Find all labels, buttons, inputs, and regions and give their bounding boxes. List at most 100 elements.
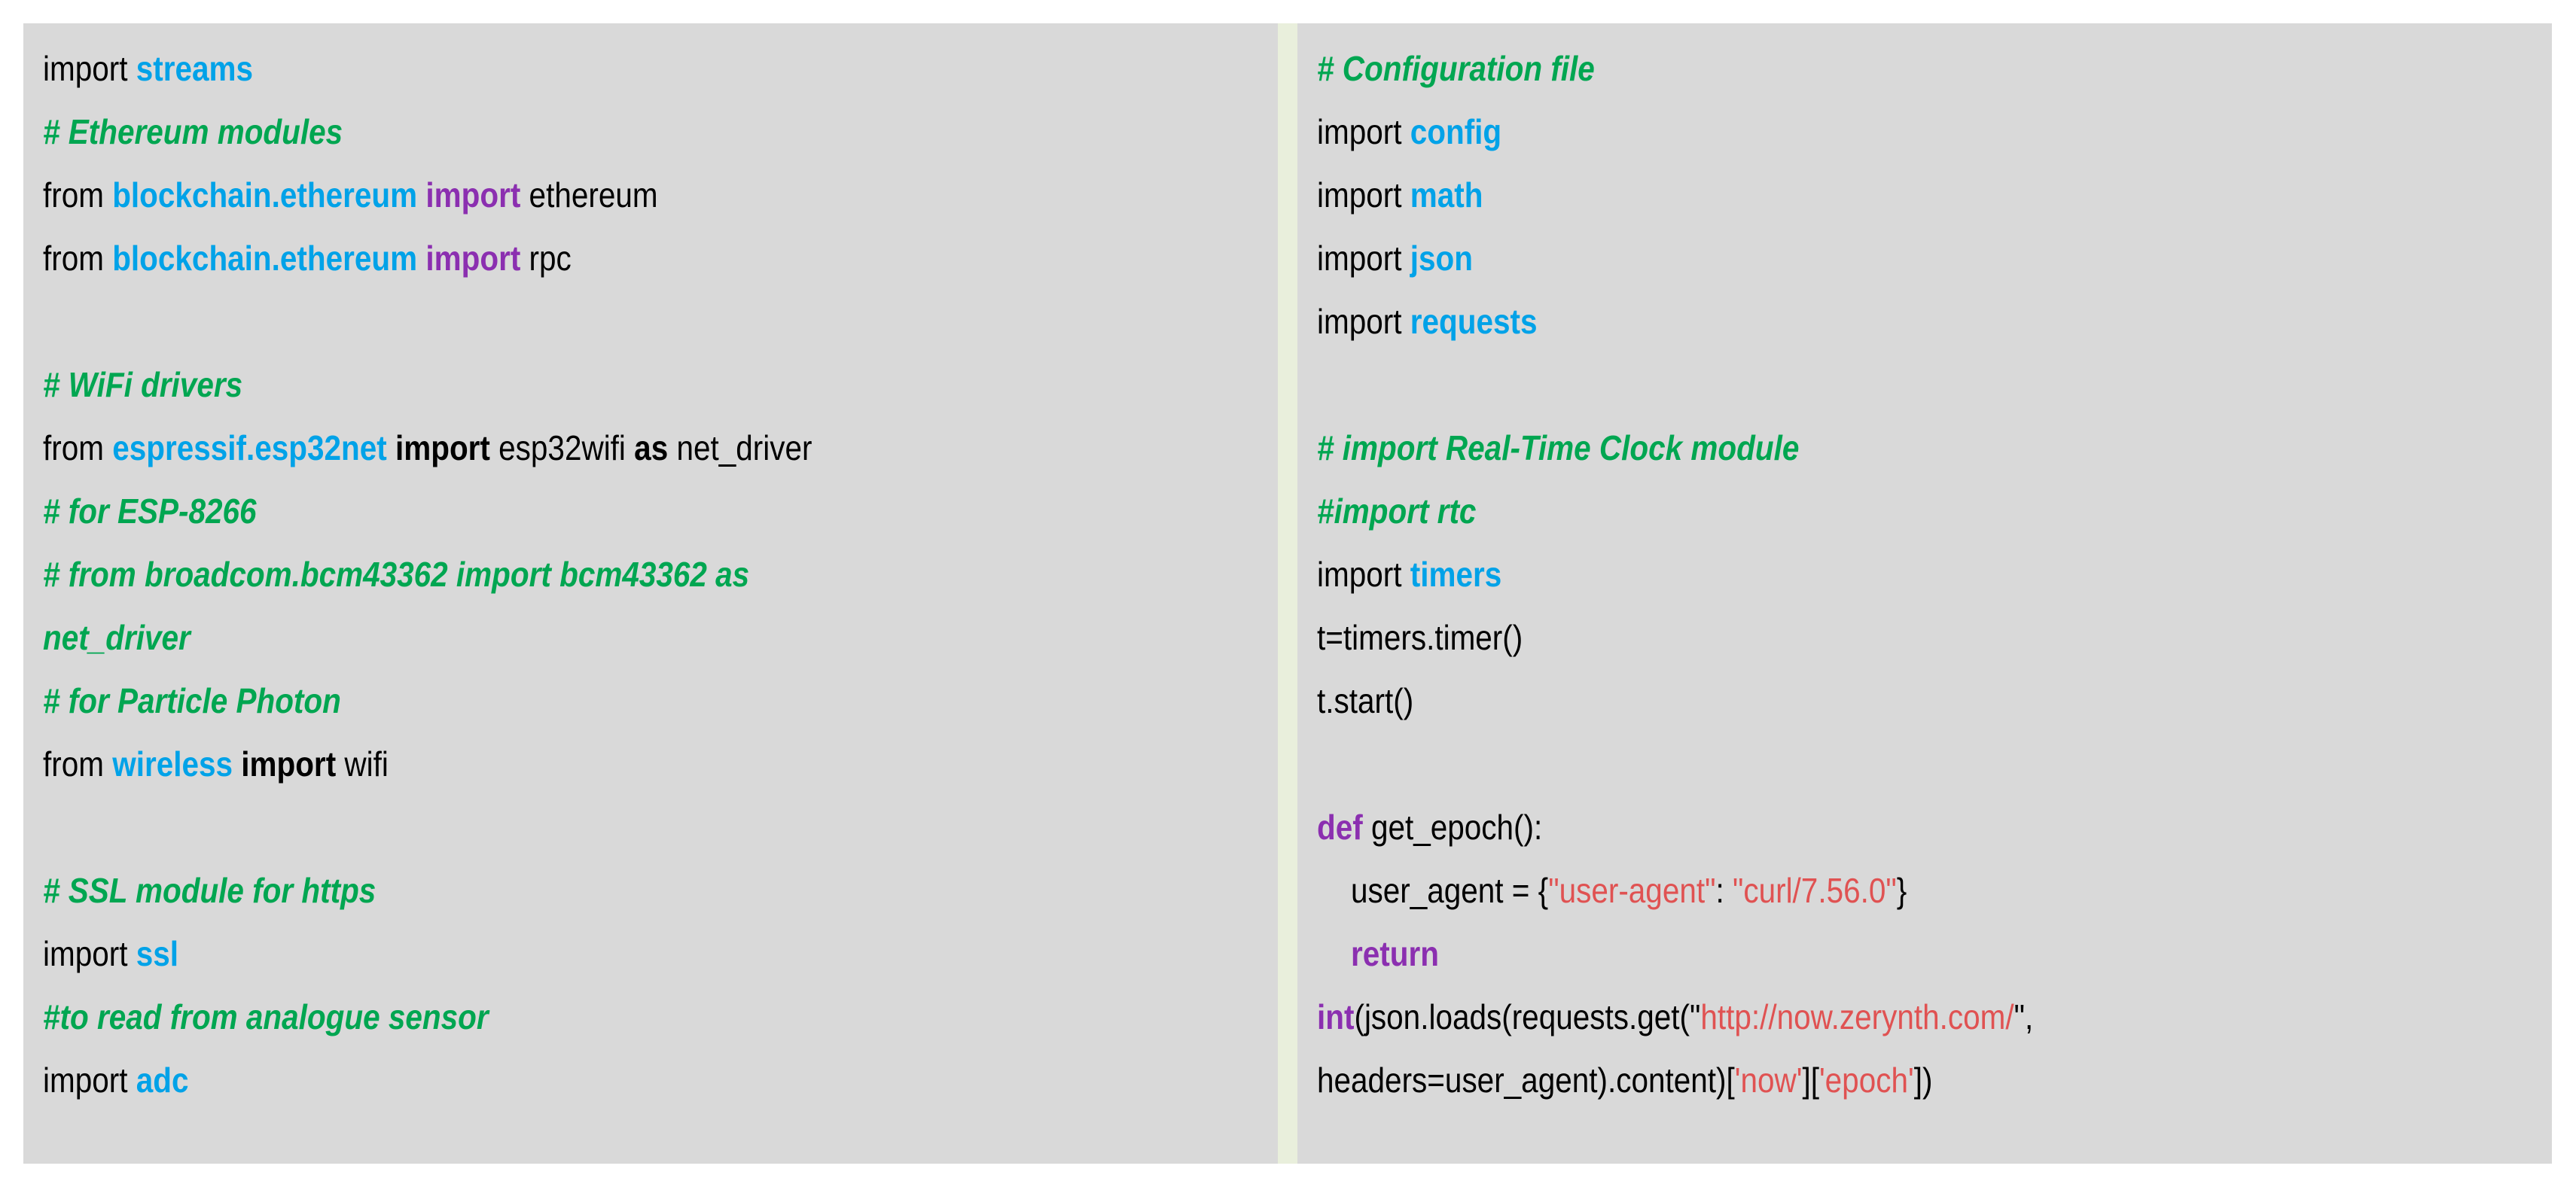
code-token-comment: # for Particle Photon <box>43 681 341 720</box>
panel-divider <box>1278 23 1297 1164</box>
code-token-default: wifi <box>336 744 389 784</box>
code-token-default: import <box>43 49 136 88</box>
code-token-default: from <box>43 744 113 784</box>
code-token-default: } <box>1896 871 1907 910</box>
code-token-module: wireless <box>112 744 242 784</box>
code-line: import streams <box>43 37 1251 100</box>
code-token-keyword: import <box>425 175 521 215</box>
code-line: # for ESP-8266 <box>43 479 1251 543</box>
code-token-default: rpc <box>520 239 572 278</box>
code-token-string: http://now.zerynth.com/ <box>1700 997 2014 1036</box>
code-line: import json <box>1317 227 2526 290</box>
code-token-default: t=timers.timer() <box>1317 618 1523 657</box>
code-token-module: blockchain.ethereum <box>112 239 426 278</box>
code-token-default: from <box>43 239 113 278</box>
code-line: import config <box>1317 100 2526 163</box>
left-code-panel: import streams # Ethereum modules from blo… <box>23 23 1278 1164</box>
code-token-default: import <box>1317 555 1410 594</box>
code-line: import requests <box>1317 290 2526 353</box>
code-token-comment: # import Real-Time Clock module <box>1317 428 1800 467</box>
code-line: # for Particle Photon <box>43 669 1251 732</box>
code-line: return <box>1317 922 2526 985</box>
code-token-default: import <box>1317 112 1410 151</box>
code-token-module: math <box>1410 175 1483 215</box>
code-token-comment: # for ESP-8266 <box>43 492 257 531</box>
code-line: import math <box>1317 163 2526 227</box>
code-line: def get_epoch(): <box>1317 796 2526 859</box>
code-line: # Ethereum modules <box>43 100 1251 163</box>
code-token-default: headers=user_agent).content)[ <box>1317 1061 1735 1100</box>
code-token-comment: # SSL module for https <box>43 871 376 910</box>
code-token-keyword: return <box>1350 934 1439 973</box>
code-token-default: ethereum <box>520 175 658 215</box>
code-line: # Configuration file <box>1317 37 2526 100</box>
code-line <box>1317 353 2526 416</box>
code-line: int(json.loads(requests.get("http://now.… <box>1317 985 2526 1049</box>
code-token-default: ][ <box>1802 1061 1819 1100</box>
code-token-default: from <box>43 428 113 467</box>
code-line: #to read from analogue sensor <box>43 985 1251 1049</box>
code-line: t=timers.timer() <box>1317 606 2526 669</box>
code-token-default: import <box>1317 239 1410 278</box>
code-line: from blockchain.ethereum import rpc <box>43 227 1251 290</box>
code-token-string: 'epoch' <box>1818 1061 1914 1100</box>
code-line: # WiFi drivers <box>43 353 1251 416</box>
code-token-keyword: def <box>1317 808 1363 847</box>
code-token-comment: #import rtc <box>1317 492 1477 531</box>
code-token-string: "user-agent" <box>1548 871 1716 910</box>
code-token-default: user_agent = { <box>1317 871 1549 910</box>
code-token-comment: # Ethereum modules <box>43 112 343 151</box>
code-token-comment: # WiFi drivers <box>43 365 243 404</box>
code-line <box>43 290 1251 353</box>
code-token-default: import <box>1317 302 1410 341</box>
code-token-default: net_driver <box>668 428 812 467</box>
code-token-keyword: int <box>1317 997 1355 1036</box>
code-token-module: json <box>1410 239 1473 278</box>
code-line: # SSL module for https <box>43 859 1251 922</box>
code-token-module: espressif.esp32net <box>112 428 395 467</box>
code-token-default: import <box>43 1061 136 1100</box>
code-line: t.start() <box>1317 669 2526 732</box>
code-token-module: adc <box>136 1061 189 1100</box>
code-line <box>1317 732 2526 796</box>
code-comparison-container: import streams # Ethereum modules from blo… <box>23 23 2552 1164</box>
code-token-default: import <box>1317 175 1410 215</box>
code-token-default: : <box>1715 871 1733 910</box>
code-token-module: requests <box>1410 302 1538 341</box>
code-token-comment: net_driver <box>43 618 191 657</box>
code-token-module: config <box>1410 112 1502 151</box>
code-line <box>43 796 1251 859</box>
code-token-string: 'now' <box>1734 1061 1803 1100</box>
code-line: import ssl <box>43 922 1251 985</box>
code-token-default: import <box>43 934 136 973</box>
code-token-module: blockchain.ethereum <box>112 175 426 215</box>
code-line: from espressif.esp32net import esp32wifi… <box>43 416 1251 479</box>
code-line: headers=user_agent).content)['now']['epo… <box>1317 1049 2526 1112</box>
code-token-keyword-bold: import <box>241 744 337 784</box>
code-line: from wireless import wifi <box>43 732 1251 796</box>
code-token-default: t.start() <box>1317 681 1414 720</box>
code-token-keyword-bold: as <box>634 428 669 467</box>
code-token-comment: # from broadcom.bcm43362 import bcm43362… <box>43 555 750 594</box>
code-token-default: ]) <box>1913 1061 1933 1100</box>
code-token-keyword-bold: import <box>395 428 490 467</box>
code-line: # from broadcom.bcm43362 import bcm43362… <box>43 543 1251 606</box>
code-line: #import rtc <box>1317 479 2526 543</box>
code-line: import timers <box>1317 543 2526 606</box>
code-line: import adc <box>43 1049 1251 1112</box>
code-line: from blockchain.ethereum import ethereum <box>43 163 1251 227</box>
code-token-keyword: import <box>425 239 521 278</box>
code-token-string: "curl/7.56.0" <box>1732 871 1897 910</box>
code-line: user_agent = {"user-agent": "curl/7.56.0… <box>1317 859 2526 922</box>
code-token-comment: # Configuration file <box>1317 49 1595 88</box>
code-token-default: get_epoch(): <box>1362 808 1543 847</box>
code-token-default <box>1317 934 1351 973</box>
code-line: # import Real-Time Clock module <box>1317 416 2526 479</box>
code-token-module: streams <box>136 49 254 88</box>
code-token-default: from <box>43 175 113 215</box>
code-token-comment: #to read from analogue sensor <box>43 997 489 1036</box>
code-token-default: (json.loads(requests.get(" <box>1354 997 1701 1036</box>
code-token-default: ", <box>2014 997 2034 1036</box>
code-line: net_driver <box>43 606 1251 669</box>
